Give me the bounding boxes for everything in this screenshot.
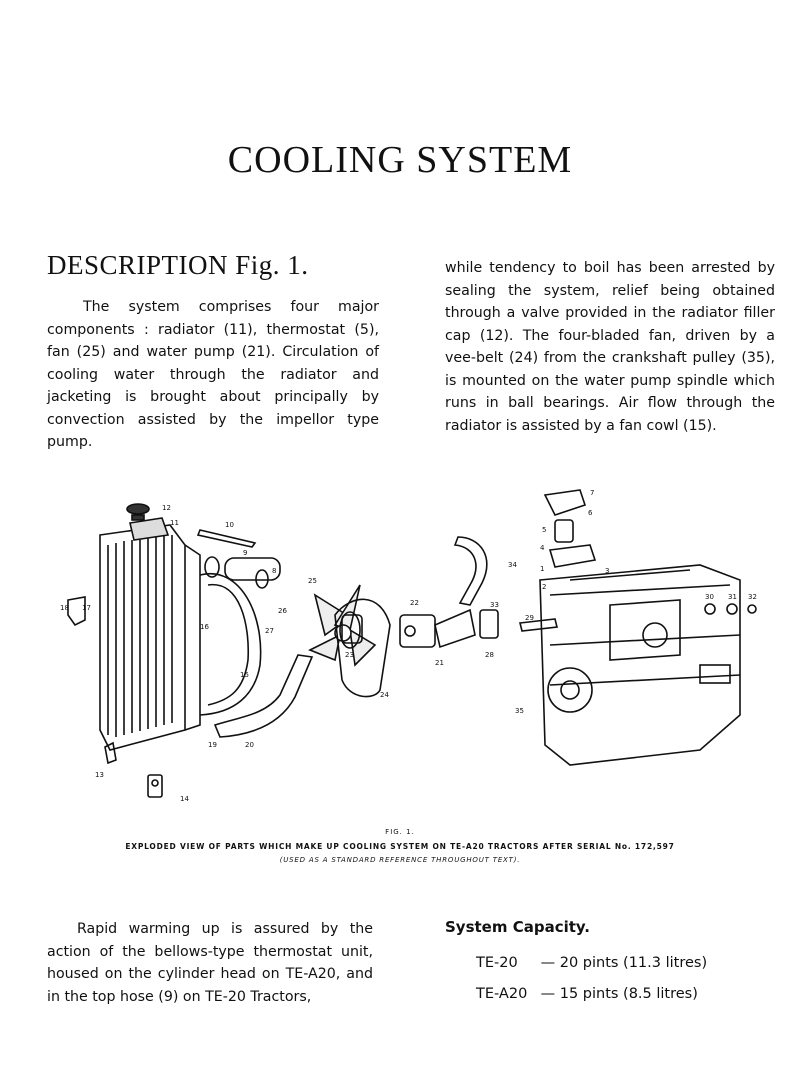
callout-1: 1 [540,565,544,573]
callout-22: 22 [410,599,419,607]
callout-16: 16 [200,623,209,631]
callout-2: 2 [542,583,546,591]
callout-24: 24 [380,691,389,699]
description-heading: DESCRIPTION Fig. 1. [47,250,309,280]
exploded-view-illustration: 12 11 10 9 8 7 6 5 4 3 2 1 34 33 25 26 2… [60,489,757,803]
callout-19: 19 [208,741,217,749]
callout-13: 13 [95,771,104,779]
callout-29: 29 [525,614,534,622]
callout-7: 7 [590,489,594,497]
pulley-drawing [339,611,363,649]
callout-25: 25 [308,577,317,585]
vee-belt-drawing [334,598,391,698]
engine-block-drawing [519,564,741,766]
radiator-drawing [99,503,201,751]
callout-10: 10 [225,521,234,529]
page-title: COOLING SYSTEM [227,139,573,181]
small-parts-drawing [67,596,757,798]
capacity-heading: System Capacity. [445,918,590,936]
water-pump-drawing [399,608,476,649]
callout-14: 14 [180,795,189,803]
callout-17: 17 [82,604,91,612]
callout-35: 35 [515,707,524,715]
callout-15: 15 [240,671,249,679]
callout-33: 33 [490,601,499,609]
callout-27: 27 [265,627,274,635]
callout-32: 32 [748,593,757,601]
callout-5: 5 [542,526,546,534]
callout-23: 23 [345,651,354,659]
capacity-value: — 20 pints (11.3 litres) [540,955,708,971]
capacity-row-te20: TE-20 — 20 pints (11.3 litres) [476,955,707,971]
callout-18: 18 [60,604,69,612]
callout-34: 34 [508,561,517,569]
callout-9: 9 [243,549,247,557]
callout-21: 21 [435,659,444,667]
description-paragraph-right: while tendency to boil has been arrested… [445,260,775,434]
thermostat-housing-drawing [543,489,597,568]
figure-caption: EXPLODED VIEW OF PARTS WHICH MAKE UP COO… [125,842,675,851]
callout-30: 30 [705,593,714,601]
fan-cowl-drawing [199,572,262,716]
callout-20: 20 [245,741,254,749]
capacity-value: — 15 pints (8.5 litres) [540,986,698,1002]
description-paragraph-left: The system comprises four major componen… [47,299,379,450]
figure-label: FIG. 1. [385,828,415,836]
capacity-model: TE-20 [476,955,518,971]
upper-hose-drawing [453,536,488,606]
callout-11: 11 [170,519,179,527]
callout-3: 3 [605,567,609,575]
figure-subcaption: (USED AS A STANDARD REFERENCE THROUGHOUT… [279,856,521,864]
capacity-row-tea20: TE-A20 — 15 pints (8.5 litres) [476,986,698,1002]
callout-26: 26 [278,607,287,615]
callout-6: 6 [588,509,593,517]
top-hose-drawing [196,529,281,589]
callout-8: 8 [272,567,276,575]
capacity-model: TE-A20 [476,986,528,1002]
bottom-paragraph: Rapid warming up is assured by the actio… [47,921,373,1005]
callout-31: 31 [728,593,737,601]
callout-12: 12 [162,504,171,512]
callout-4: 4 [540,544,545,552]
callout-28: 28 [485,651,494,659]
bottom-hose-drawing [213,654,314,738]
